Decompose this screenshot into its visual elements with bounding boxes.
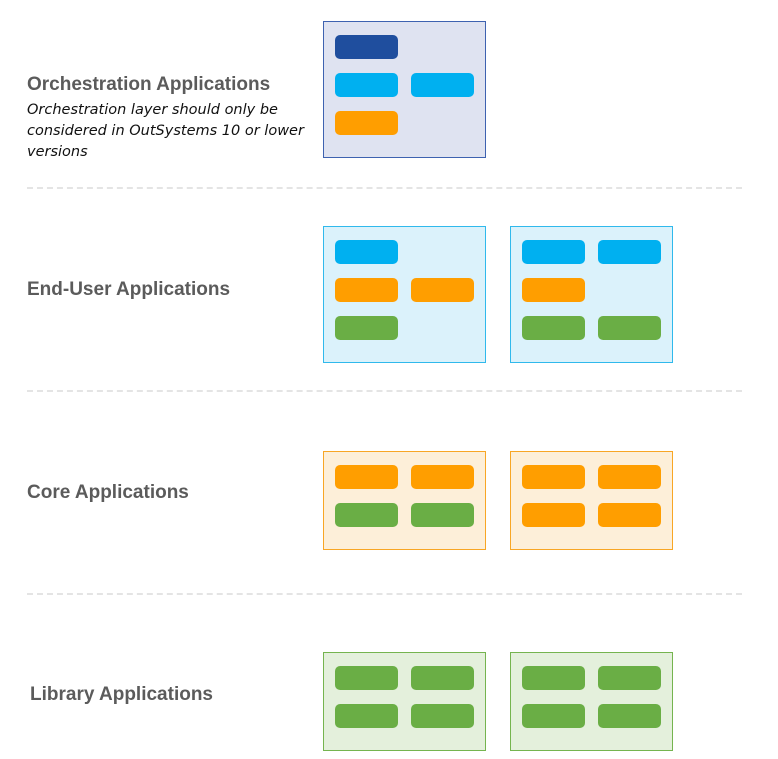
library-module <box>335 666 398 690</box>
library-module <box>335 704 398 728</box>
library-application-box <box>323 652 486 751</box>
core-module <box>411 465 474 489</box>
library-module <box>335 503 398 527</box>
orchestration-layer-title: Orchestration Applications <box>27 74 271 95</box>
core-layer-title: Core Applications <box>27 482 189 503</box>
library-module <box>411 666 474 690</box>
library-module <box>522 704 585 728</box>
library-module <box>411 704 474 728</box>
layer-separator <box>27 187 742 189</box>
core-module <box>598 465 661 489</box>
library-application-box <box>510 652 673 751</box>
end-user-module <box>335 73 398 97</box>
library-module <box>522 316 585 340</box>
core-module <box>522 465 585 489</box>
layer-separator <box>27 390 742 392</box>
core-module <box>335 465 398 489</box>
orchestration-application-box <box>323 21 486 158</box>
end-user-module <box>522 240 585 264</box>
library-module <box>335 316 398 340</box>
core-application-box <box>323 451 486 550</box>
end-user-module <box>598 240 661 264</box>
core-module <box>411 278 474 302</box>
core-application-box <box>510 451 673 550</box>
orchestration-module <box>335 35 398 59</box>
library-module <box>411 503 474 527</box>
core-module <box>335 278 398 302</box>
end-user-application-box <box>510 226 673 363</box>
library-module <box>598 316 661 340</box>
core-module <box>522 503 585 527</box>
end-user-module <box>411 73 474 97</box>
core-module <box>598 503 661 527</box>
end-user-application-box <box>323 226 486 363</box>
layer-separator <box>27 593 742 595</box>
core-module <box>335 111 398 135</box>
library-module <box>598 666 661 690</box>
library-module <box>522 666 585 690</box>
library-layer-title: Library Applications <box>30 684 213 705</box>
core-module <box>522 278 585 302</box>
orchestration-layer-note: Orchestration layer should only be consi… <box>27 102 304 160</box>
library-module <box>598 704 661 728</box>
end-user-layer-title: End-User Applications <box>27 279 231 300</box>
end-user-module <box>335 240 398 264</box>
